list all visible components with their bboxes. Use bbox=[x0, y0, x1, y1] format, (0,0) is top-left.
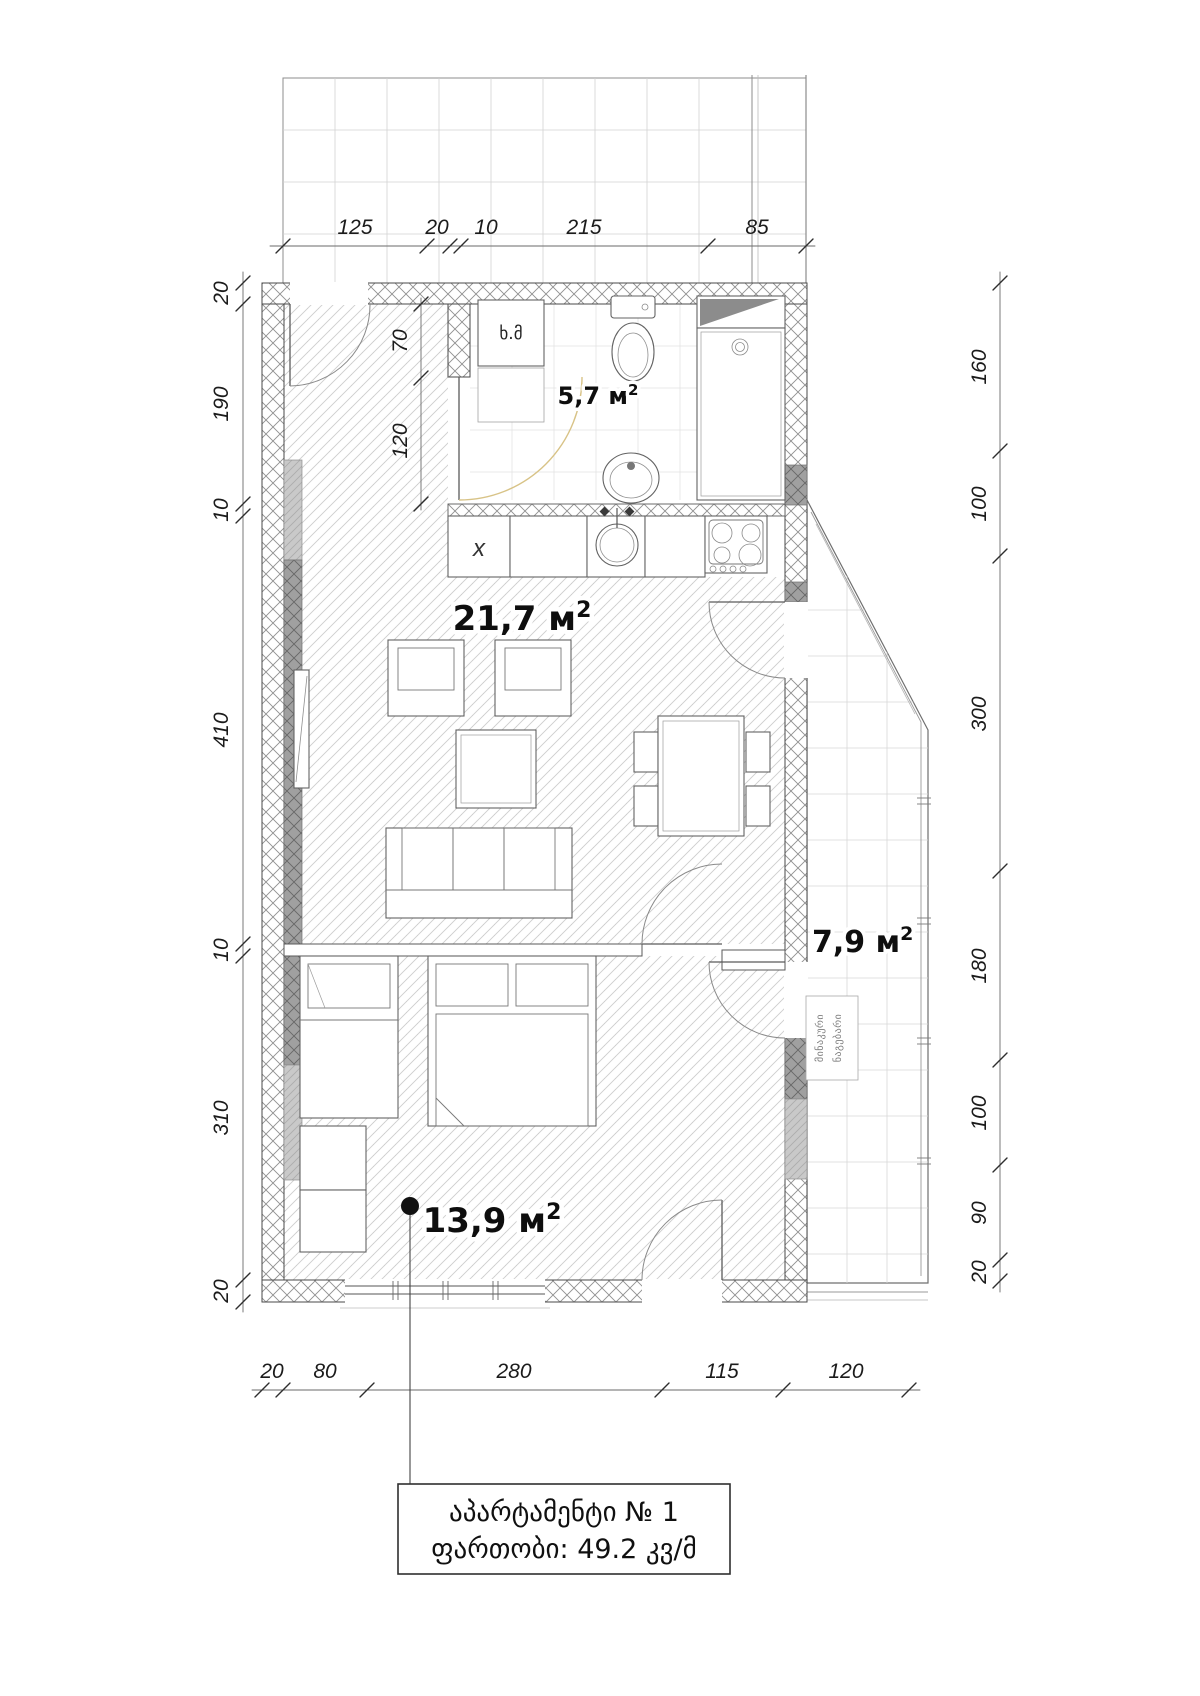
kitchen bbox=[447, 506, 768, 578]
left-wall-panel-light-top bbox=[283, 459, 303, 561]
bedroom-exit-opening bbox=[642, 1279, 722, 1303]
terrace bbox=[282, 75, 807, 284]
sofa bbox=[385, 827, 573, 919]
bathroom-left-wall bbox=[447, 303, 471, 378]
dim-bottom-20: 20 bbox=[259, 1360, 284, 1383]
dim-right-100b: 100 bbox=[968, 1095, 991, 1130]
right-wall-block-2 bbox=[784, 581, 808, 603]
balcony-window-ticks bbox=[917, 797, 931, 1165]
title-block-group: აპარტამენტი № 1 ფართობი: 49.2 კვ/მ bbox=[397, 1197, 731, 1575]
entry-floor bbox=[284, 304, 448, 577]
title-block bbox=[397, 1483, 731, 1575]
dim-left-20b: 20 bbox=[210, 1279, 233, 1304]
dim-bath-120: 120 bbox=[389, 423, 412, 458]
dim-bottom-80: 80 bbox=[313, 1360, 337, 1383]
coffee-table bbox=[455, 729, 537, 809]
double-bed bbox=[427, 955, 597, 1127]
single-bed bbox=[299, 955, 399, 1119]
bedroom-window-opening bbox=[345, 1279, 545, 1303]
tv-panel bbox=[293, 669, 310, 789]
right-wall-panel-light bbox=[784, 1098, 808, 1180]
living-balcony-door-opening bbox=[784, 602, 808, 678]
bedroom-door bbox=[641, 863, 723, 945]
bedroom-balcony-door-opening bbox=[784, 962, 808, 1038]
kitchen-cabinet-2 bbox=[509, 515, 588, 578]
bedroom-area-label: 13,9 м2 bbox=[423, 1200, 562, 1241]
living-balcony-door bbox=[708, 601, 786, 679]
washing-machine bbox=[477, 299, 545, 423]
dim-top-125: 125 bbox=[337, 216, 372, 239]
balcony-glazing-line bbox=[810, 511, 922, 1276]
kitchen-cabinet-3 bbox=[644, 515, 706, 578]
dim-bottom-120: 120 bbox=[828, 1360, 863, 1383]
apartment-title: აპარტამენტი № 1 bbox=[449, 1497, 679, 1528]
bedroom-partition-wall bbox=[283, 943, 643, 957]
bedroom-exit-door bbox=[641, 1199, 723, 1281]
entry-door bbox=[289, 303, 371, 387]
dining-table bbox=[633, 715, 771, 837]
left-wall-panel-dark bbox=[283, 559, 303, 1066]
doors bbox=[289, 303, 786, 1281]
dim-bottom-280: 280 bbox=[495, 1360, 531, 1383]
armchair-2 bbox=[494, 639, 572, 717]
toilet-icon bbox=[610, 295, 656, 382]
dim-left-190: 190 bbox=[210, 386, 233, 421]
balcony-note: მინაკური ნაგებარი bbox=[805, 995, 859, 1081]
dim-right-90: 90 bbox=[968, 1201, 991, 1225]
dim-right-300: 300 bbox=[968, 696, 991, 731]
dim-right-100a: 100 bbox=[968, 486, 991, 521]
terrace-tile-grid bbox=[283, 78, 806, 283]
bathroom-door bbox=[458, 376, 583, 501]
shower-tray bbox=[696, 327, 786, 501]
dim-bath-70: 70 bbox=[389, 329, 412, 353]
cabinet-x-mark: x bbox=[472, 535, 486, 562]
bathroom bbox=[477, 295, 786, 504]
dim-bottom-115: 115 bbox=[705, 1360, 739, 1383]
right-wall-block-1 bbox=[784, 464, 808, 506]
dim-right-160: 160 bbox=[968, 349, 991, 384]
bedroom-furniture bbox=[299, 955, 597, 1253]
dim-right-20: 20 bbox=[968, 1260, 991, 1285]
left-wall bbox=[261, 303, 285, 1281]
right-wall-block-3 bbox=[784, 1036, 808, 1100]
left-wall-panel-light-bottom bbox=[283, 1064, 303, 1181]
living-area-label: 21,7 м2 bbox=[453, 598, 592, 639]
entry-door-opening bbox=[290, 282, 368, 305]
washing-machine-label: ხ.მ bbox=[499, 324, 522, 344]
dimension-labels: 125 20 10 215 85 20 190 10 410 10 310 20… bbox=[210, 216, 991, 1383]
walls bbox=[261, 282, 808, 1309]
armchair-1 bbox=[387, 639, 465, 717]
dim-left-410: 410 bbox=[210, 712, 233, 747]
vanity-counter bbox=[696, 295, 786, 350]
balcony-note-line1: მინაკური bbox=[814, 1014, 826, 1062]
balcony-area-label: 7,9 м2 bbox=[812, 923, 913, 960]
dim-left-10a: 10 bbox=[210, 498, 233, 522]
apartment-area: ფართობი: 49.2 კვ/მ bbox=[431, 1534, 696, 1565]
dim-top-215: 215 bbox=[565, 216, 601, 239]
dim-left-310: 310 bbox=[210, 1100, 233, 1135]
bathroom-area-label: 5,7 м2 bbox=[558, 381, 639, 410]
living-room-furniture bbox=[293, 639, 771, 919]
dim-left-20a: 20 bbox=[210, 281, 233, 306]
dimension-lines bbox=[235, 238, 1008, 1398]
balcony-note-line2: ნაგებარი bbox=[832, 1014, 844, 1063]
dim-top-20: 20 bbox=[424, 216, 449, 239]
dresser bbox=[299, 1125, 367, 1253]
partition-stub-wall bbox=[721, 949, 786, 971]
stove-icon bbox=[704, 515, 768, 574]
bathroom-basin bbox=[602, 452, 660, 504]
room-labels: 5,7 м2 21,7 м2 7,9 м2 13,9 м2 ხ.მ x მინა… bbox=[418, 324, 917, 1246]
dim-right-180: 180 bbox=[968, 948, 991, 983]
kitchen-sink-icon bbox=[595, 506, 639, 567]
dim-left-10b: 10 bbox=[210, 938, 233, 962]
dim-top-10: 10 bbox=[474, 216, 498, 239]
leader-dot bbox=[401, 1197, 419, 1215]
dim-top-85: 85 bbox=[745, 216, 769, 239]
kitchen-cabinet-1 bbox=[447, 515, 511, 578]
bedroom-balcony-door bbox=[708, 961, 786, 1039]
bedroom-window bbox=[340, 1281, 550, 1309]
